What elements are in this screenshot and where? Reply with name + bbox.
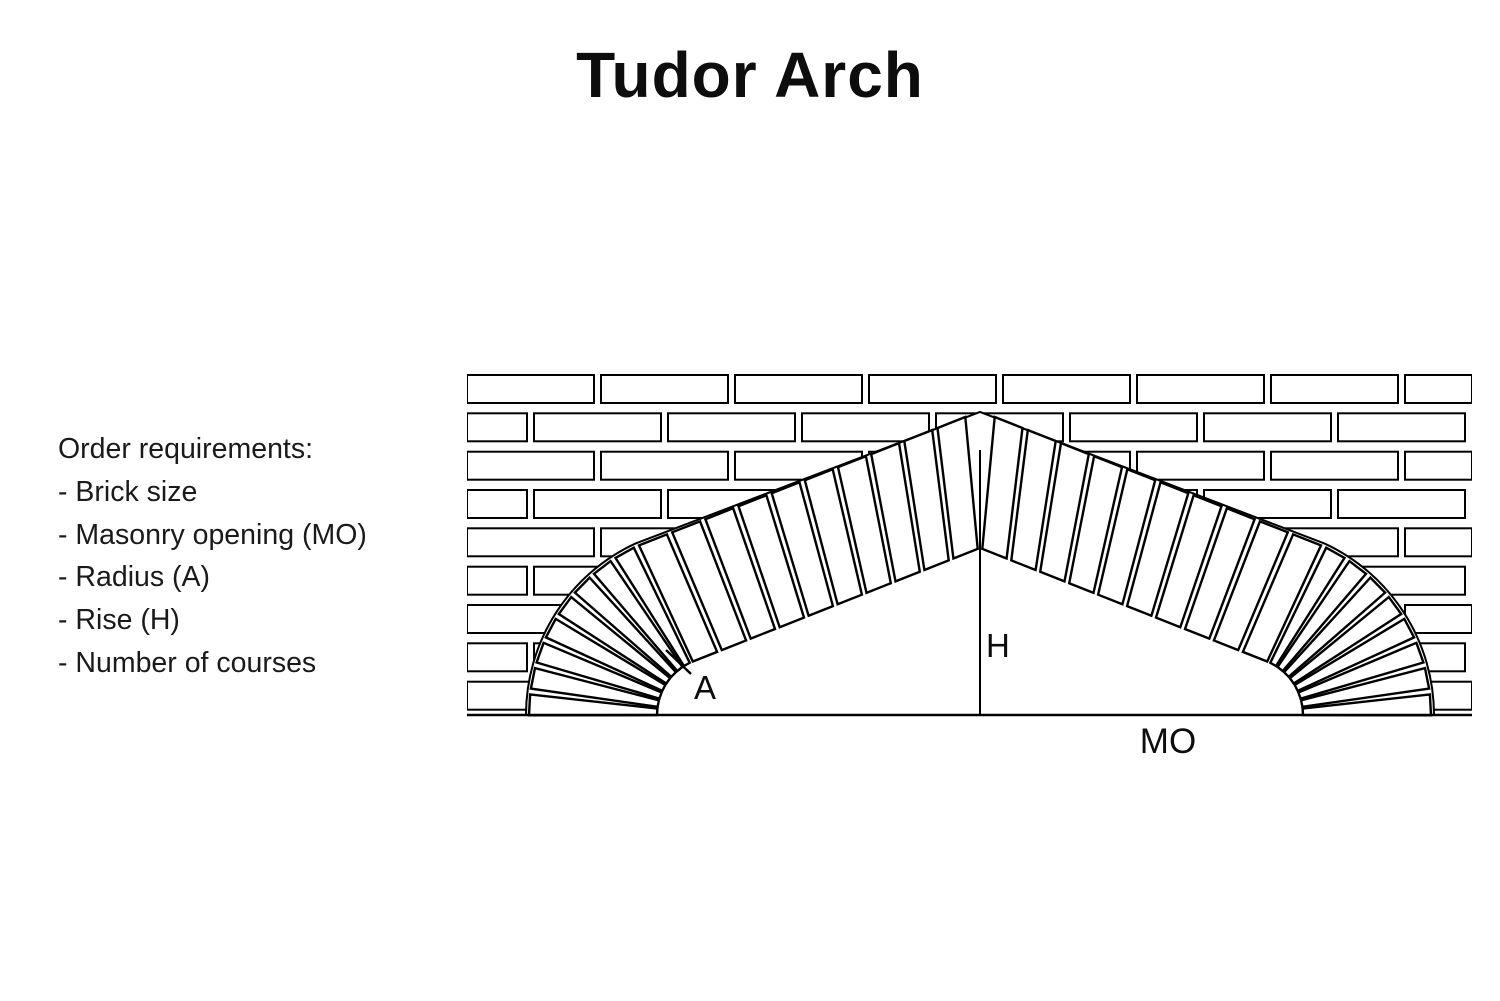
voussoir-brick — [770, 480, 835, 618]
voussoir-brick — [670, 519, 748, 652]
voussoir-brick — [1067, 454, 1124, 595]
requirement-item-courses: - Number of courses — [58, 646, 317, 679]
page-title: Tudor Arch — [576, 39, 924, 111]
voussoir-brick — [1296, 641, 1425, 701]
requirement-item-brick-size: - Brick size — [58, 475, 198, 508]
voussoir-brick — [803, 467, 864, 606]
order-requirements-list: Order requirements: - Brick size - Mason… — [58, 428, 367, 685]
masonry-opening-label: MO — [1140, 722, 1196, 761]
voussoir-brick — [703, 506, 777, 641]
voussoir-brick — [1183, 506, 1257, 641]
requirement-item-rise: - Rise (H) — [58, 604, 180, 637]
voussoir-brick — [637, 532, 719, 664]
voussoir-brick — [573, 575, 678, 679]
voussoir-brick — [1009, 428, 1058, 572]
voussoir-brick — [535, 641, 664, 701]
voussoir-brick — [936, 415, 979, 561]
voussoir-brick — [1212, 519, 1290, 652]
voussoir-brick — [592, 559, 685, 673]
voussoir-brick — [1268, 546, 1347, 668]
voussoir-brick — [1288, 595, 1403, 686]
voussoir-brick — [1154, 493, 1224, 629]
arch-drawing — [467, 374, 1472, 717]
voussoir-brick — [1125, 480, 1190, 618]
requirements-heading: Order requirements: — [58, 433, 314, 465]
voussoir-brick — [1096, 467, 1157, 606]
voussoir-brick — [1275, 559, 1368, 673]
voussoir-brick — [1038, 441, 1091, 584]
voussoir-brick — [1282, 575, 1387, 679]
voussoir-brick — [1293, 617, 1416, 693]
voussoir-brick — [1241, 532, 1323, 664]
voussoir-brick — [836, 454, 893, 595]
voussoir-brick — [613, 546, 692, 668]
voussoir-brick — [981, 415, 1024, 561]
rise-label: H — [986, 627, 1010, 664]
arch-voussoirs — [527, 415, 1433, 717]
voussoir-brick — [529, 666, 661, 709]
voussoir-brick — [869, 441, 922, 584]
requirement-item-radius: - Radius (A) — [58, 561, 211, 594]
requirement-item-masonry-opening: - Masonry opening (MO) — [58, 518, 367, 551]
voussoir-brick — [902, 428, 951, 572]
voussoir-brick — [1299, 666, 1431, 709]
radius-label: A — [694, 669, 716, 706]
voussoir-brick — [736, 493, 806, 629]
voussoir-brick — [557, 595, 672, 686]
voussoir-brick — [544, 617, 667, 693]
radius-leader-line — [665, 649, 692, 675]
